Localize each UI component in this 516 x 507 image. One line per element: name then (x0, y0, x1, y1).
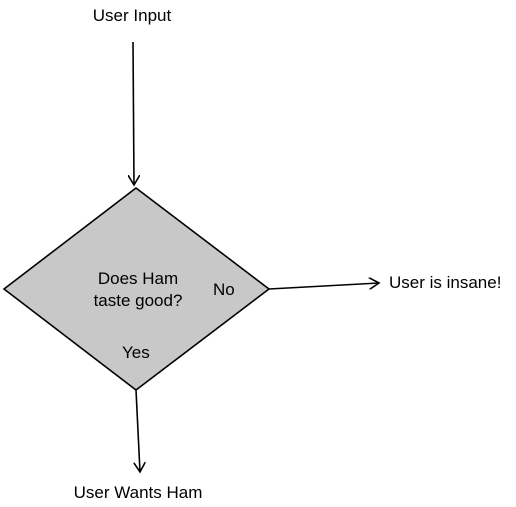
decision-question-line-1: Does Ham (97, 269, 179, 288)
start-label: User Input (92, 6, 172, 25)
branch-no-label: No (213, 280, 235, 299)
arrow-no-to-insane (268, 283, 379, 290)
decision-question: Does Ham taste good? (70, 268, 206, 312)
decision-question-line-2: taste good? (93, 291, 183, 310)
branch-yes-label: Yes (122, 343, 150, 362)
wants-ham-outcome-label: User Wants Ham (73, 483, 203, 502)
arrow-input-to-decision (133, 41, 134, 185)
insane-outcome-label: User is insane! (389, 273, 502, 292)
arrow-yes-to-wants-ham (136, 389, 140, 472)
